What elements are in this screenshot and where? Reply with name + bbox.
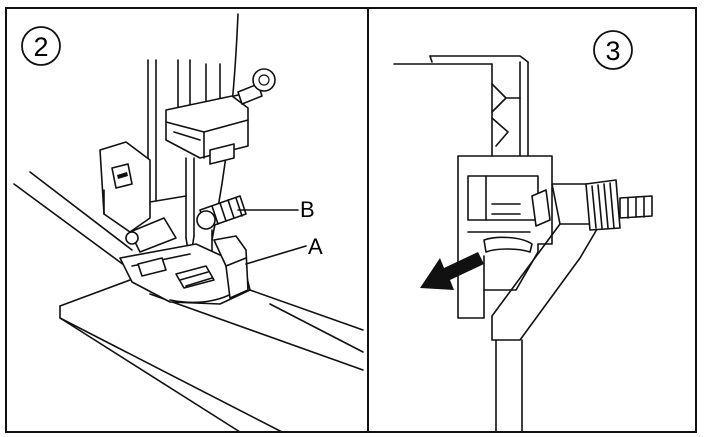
needle-clamp xyxy=(165,91,251,165)
panel-3-number: 3 xyxy=(605,36,620,66)
panel-2-number-badge: 2 xyxy=(21,26,61,66)
panel-3: 3 xyxy=(393,30,653,433)
thumb-screw xyxy=(585,179,653,231)
fabric-layers xyxy=(13,171,364,433)
guide-screw-b xyxy=(196,195,247,230)
label-a: A xyxy=(308,234,323,259)
edge-guide-blade-a xyxy=(213,235,249,299)
figure-frame xyxy=(5,7,697,433)
pointer-arrow xyxy=(420,252,484,290)
panel-2: 2 xyxy=(13,13,364,433)
holder-slot xyxy=(483,236,533,291)
panel-2-number: 2 xyxy=(33,32,48,62)
panel-3-number-badge: 3 xyxy=(593,30,633,70)
callout-line-a xyxy=(245,245,307,265)
presser-foot-sole xyxy=(119,243,251,305)
holder-lower-bar xyxy=(495,339,523,433)
label-b: B xyxy=(300,197,315,222)
foot-holder-bracket xyxy=(393,55,529,157)
presser-foot-shank xyxy=(99,141,187,253)
clamp-screw xyxy=(237,68,276,105)
